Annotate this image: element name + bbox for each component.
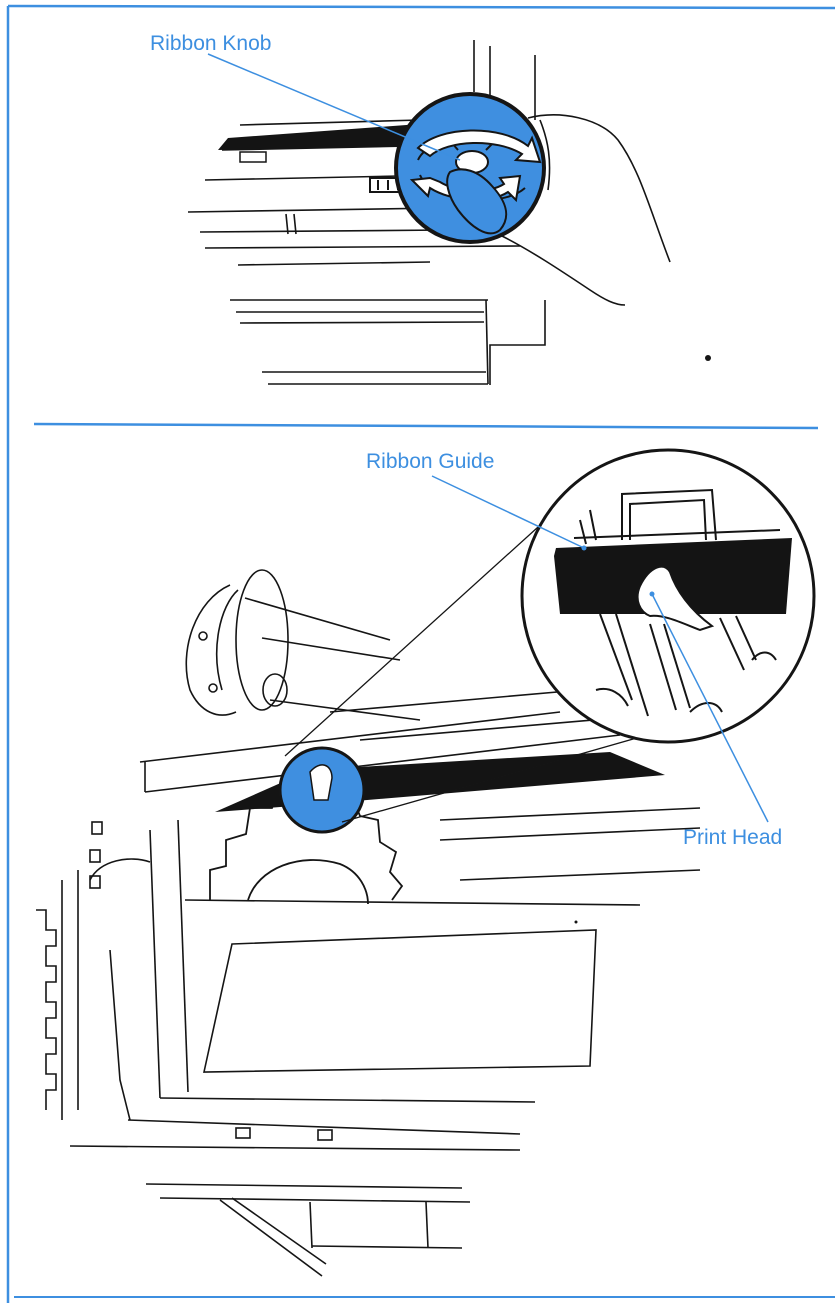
panel-divider <box>33 422 819 430</box>
ribbon-band-top <box>218 124 420 150</box>
callout-ribbon-knob: Ribbon Knob <box>150 32 271 55</box>
platen-knob <box>185 569 421 721</box>
print-head-panel: Ribbon Guide Print Head <box>36 448 816 1277</box>
ribbon-guide-leader <box>431 475 585 549</box>
magnified-detail <box>573 488 781 717</box>
magnify-line <box>284 517 549 757</box>
print-head-icon <box>636 565 715 632</box>
print-head-leader <box>651 593 769 823</box>
ribbon-knob-leader <box>207 53 461 161</box>
thumb <box>446 168 508 235</box>
printer-body-top <box>187 40 671 385</box>
callout-print-head: Print Head <box>683 826 782 849</box>
ribbon-knob-panel: Ribbon Knob <box>150 32 711 385</box>
callout-ribbon-guide: Ribbon Guide <box>366 450 494 473</box>
carriage-frame <box>36 689 701 1277</box>
page-frame <box>6 4 835 1303</box>
ribbon-band-magnified <box>554 538 792 614</box>
